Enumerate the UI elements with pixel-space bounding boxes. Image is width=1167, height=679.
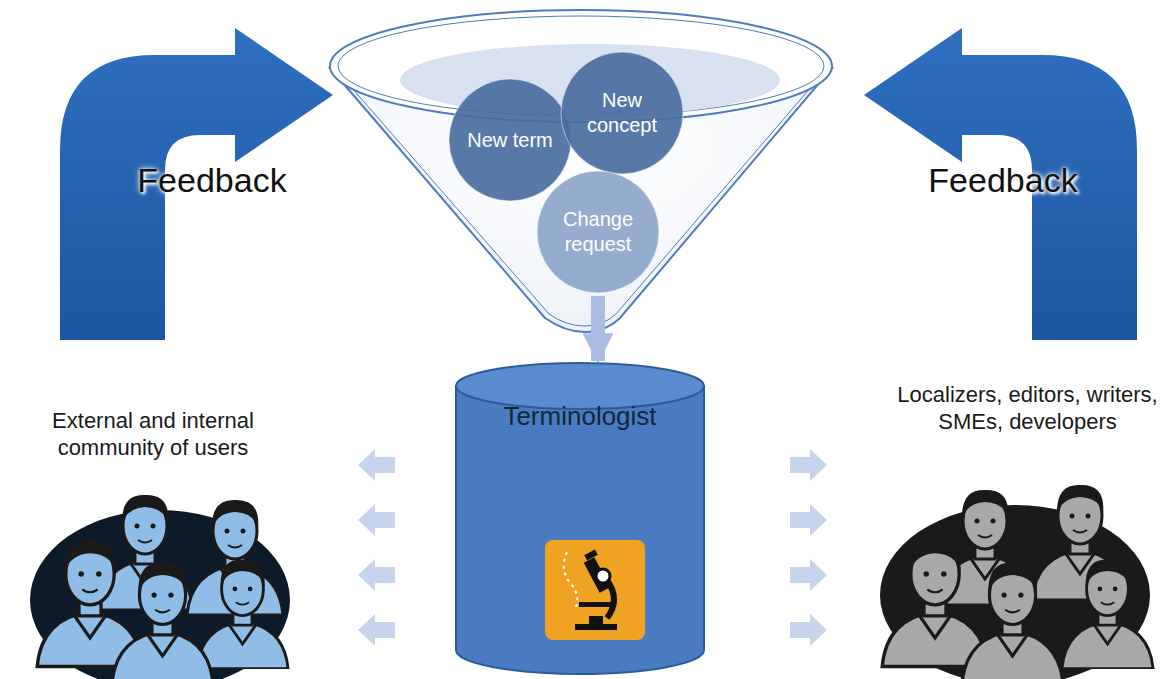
node-text: Change request [550,207,646,257]
change-request-circle: Change request [536,170,660,294]
group-caption: Localizers, editors, writers, SMEs, deve… [895,382,1160,436]
term-circle: New term [448,78,572,202]
group-caption: External and internal community of users [8,408,298,462]
funnel [330,10,832,332]
contributor-people [880,485,1153,679]
feedback-label: Feedback [903,160,1103,201]
node-text: New term [467,128,553,153]
feedback-arrow [864,28,1137,340]
node-text: Terminologist [503,400,656,433]
change-request-circle-shape [536,170,660,294]
flow-arrow [591,296,605,361]
concept-circle-shape [560,51,684,175]
feedback-label: Feedback [112,160,312,201]
concept-circle: New concept [560,51,684,175]
user-community-people [30,495,290,679]
node-text: New concept [574,88,670,138]
microscope-icon [545,540,645,640]
feedback-arrow [60,28,333,340]
